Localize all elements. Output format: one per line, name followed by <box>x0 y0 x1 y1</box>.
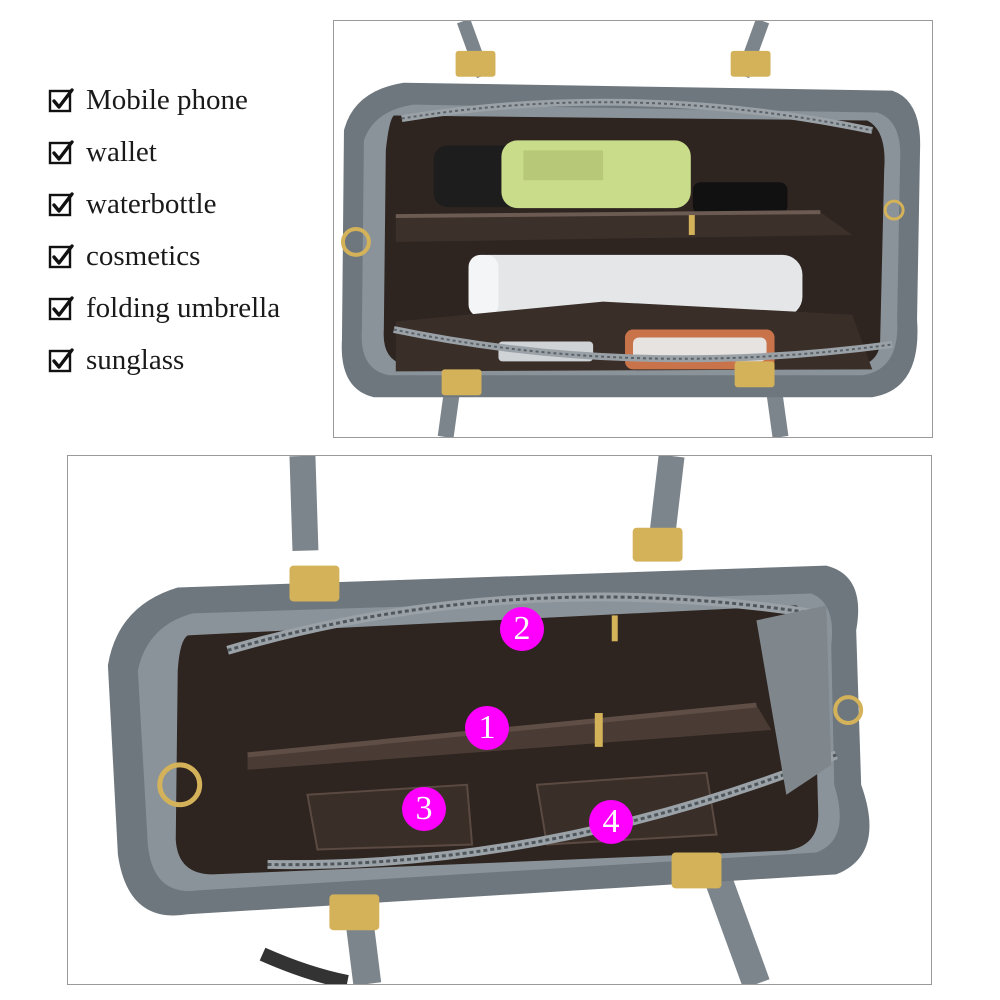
checkbox-checked-icon <box>48 191 74 217</box>
bag-filled-photo <box>333 20 933 438</box>
checklist-item: waterbottle <box>48 178 318 230</box>
checklist-item-label: Mobile phone <box>86 83 248 116</box>
checkbox-checked-icon <box>48 139 74 165</box>
bag-pockets-photo: 1 2 3 4 <box>67 455 932 985</box>
checklist-item: cosmetics <box>48 230 318 282</box>
checklist-item: wallet <box>48 126 318 178</box>
checkbox-checked-icon <box>48 347 74 373</box>
contents-checklist: Mobile phone wallet waterbottle cosmetic… <box>48 74 318 386</box>
checklist-item-label: sunglass <box>86 343 185 376</box>
checklist-item: sunglass <box>48 334 318 386</box>
bag-filled-illustration <box>340 21 921 437</box>
checklist-item-label: wallet <box>86 135 157 168</box>
checklist-item: Mobile phone <box>48 74 318 126</box>
checklist-item-label: cosmetics <box>86 239 201 272</box>
checklist-item: folding umbrella <box>48 282 318 334</box>
pocket-badge-4: 4 <box>589 800 633 844</box>
checklist-item-label: waterbottle <box>86 187 217 220</box>
checkbox-checked-icon <box>48 87 74 113</box>
checkbox-checked-icon <box>48 295 74 321</box>
pocket-badge-1: 1 <box>465 706 509 750</box>
checkbox-checked-icon <box>48 243 74 269</box>
pocket-badge-3: 3 <box>402 787 446 831</box>
pocket-badge-2: 2 <box>500 607 544 651</box>
checklist-item-label: folding umbrella <box>86 291 281 324</box>
